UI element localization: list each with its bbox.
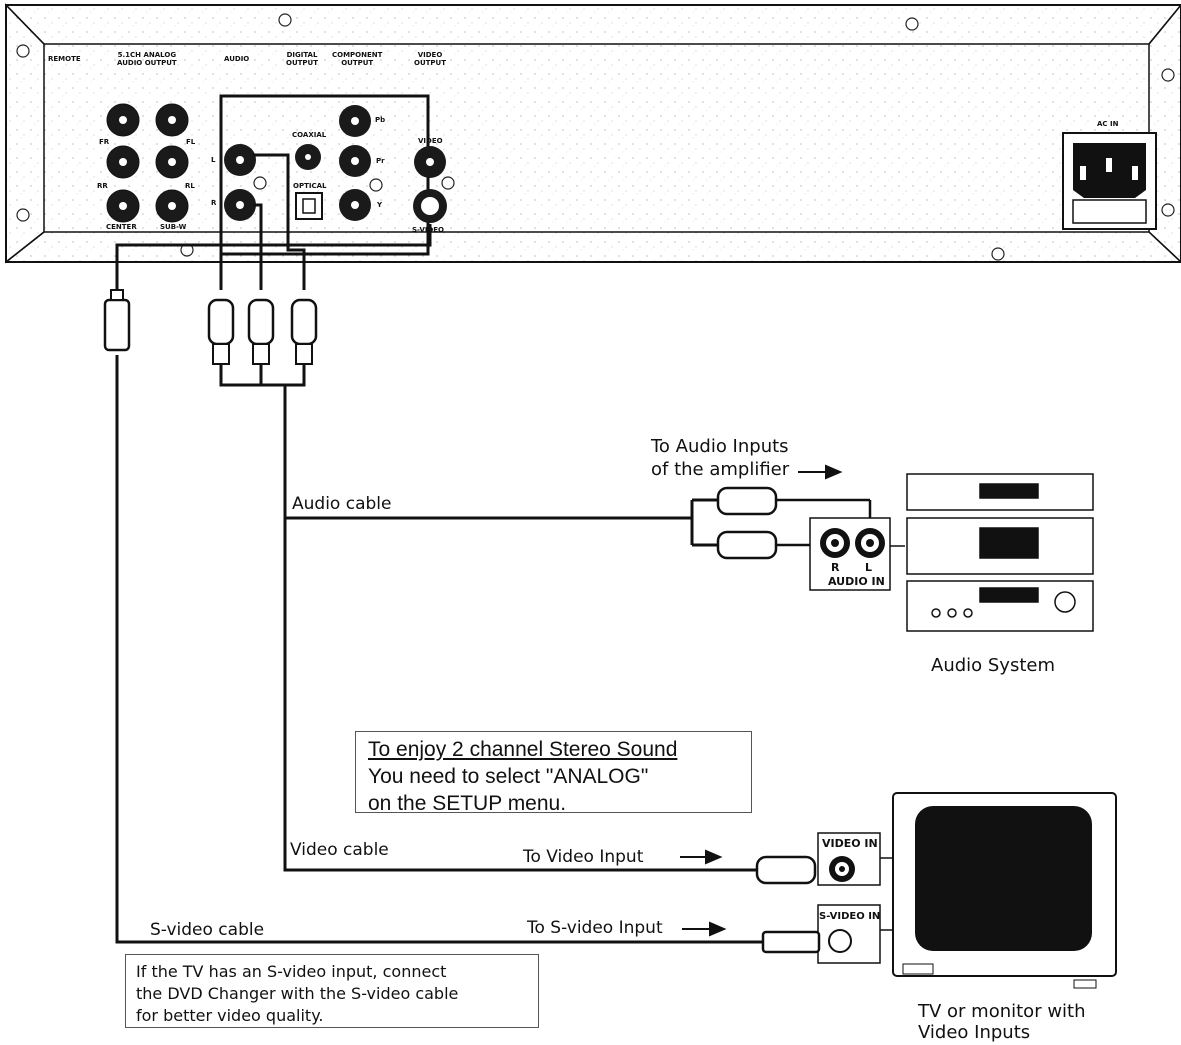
svideo-note-line-3: for better video quality. (136, 1006, 324, 1025)
jack-label-fl: FL (186, 138, 196, 146)
jack-label-subw: SUB-W (160, 223, 187, 231)
stereo-note-line-1: To enjoy 2 channel Stereo Sound (368, 738, 678, 761)
svideo-note-line-2: the DVD Changer with the S-video cable (136, 984, 459, 1003)
label-svideo-cable: S-video cable (150, 920, 265, 940)
jack-label-r: R (211, 199, 217, 207)
panel-label-audio: AUDIO (224, 55, 250, 63)
jack-label-pr: Pr (376, 157, 385, 165)
label-audio-system: Audio System (931, 655, 1056, 676)
jack-label-l: L (211, 156, 216, 164)
tv-illustration (892, 792, 1117, 989)
label-tv-2: Video Inputs (918, 1022, 1031, 1043)
jack-label-rl: RL (185, 182, 195, 190)
audio-system-illustration (890, 473, 1094, 632)
svideo-note: If the TV has an S-video input, connect … (125, 954, 539, 1028)
panel-label-remote: REMOTE (48, 55, 81, 63)
stereo-note: To enjoy 2 channel Stereo Sound You need… (355, 731, 752, 815)
stereo-note-line-2: You need to select "ANALOG" (368, 765, 649, 788)
label-audio-l: L (865, 561, 873, 574)
ac-inlet (1062, 132, 1157, 230)
stereo-note-line-3: on the SETUP menu. (368, 792, 567, 815)
label-audio-in: AUDIO IN (828, 575, 885, 588)
label-audio-inputs-1: To Audio Inputs (651, 436, 789, 457)
label-video-cable: Video cable (290, 840, 389, 860)
jack-label-fr: FR (99, 138, 110, 146)
label-audio-r: R (831, 561, 840, 574)
panel-label-analog-out: 5.1CH ANALOG AUDIO OUTPUT (117, 51, 177, 67)
label-to-video-input: To Video Input (523, 847, 644, 867)
cables (115, 153, 763, 944)
label-tv-1: TV or monitor with (918, 1001, 1086, 1022)
panel-label-digital-out: DIGITAL OUTPUT (286, 51, 318, 67)
label-svideo-in: S-VIDEO IN (819, 911, 881, 922)
svideo-note-line-1: If the TV has an S-video input, connect (136, 962, 447, 981)
panel-label-ac-in: AC IN (1097, 120, 1119, 128)
jack-label-center: CENTER (106, 223, 137, 231)
label-to-svideo-input: To S-video Input (527, 918, 663, 938)
panel-label-video-out: VIDEO OUTPUT (414, 51, 446, 67)
label-audio-inputs-2: of the amplifier (651, 459, 790, 480)
audio-in-panel (809, 517, 891, 591)
label-audio-cable: Audio cable (292, 494, 392, 514)
jack-label-y: Y (377, 201, 383, 209)
panel-label-component-out: COMPONENT OUTPUT (332, 51, 383, 67)
jack-label-pb: Pb (375, 116, 386, 124)
label-video-in: VIDEO IN (822, 837, 878, 850)
jack-label-svideo: S-VIDEO (412, 226, 445, 234)
jack-label-coaxial: COAXIAL (292, 131, 327, 139)
jack-label-optical: OPTICAL (293, 182, 327, 190)
jack-label-video: VIDEO (418, 137, 443, 145)
jack-label-rr: RR (97, 182, 108, 190)
